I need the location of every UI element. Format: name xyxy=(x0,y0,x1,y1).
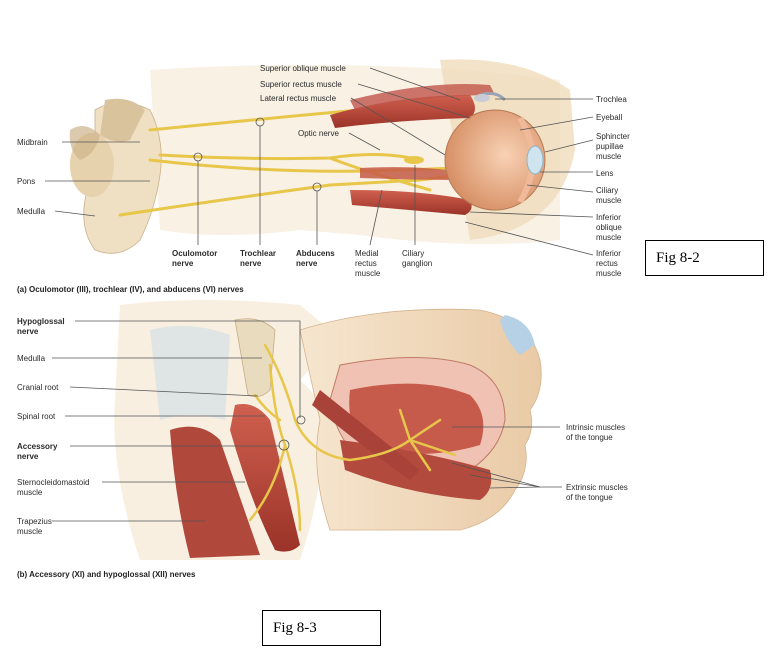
panel-b-nerves xyxy=(248,343,457,532)
label-spinal-root: Spinal root xyxy=(17,412,56,421)
label-extrinsic-2: of the tongue xyxy=(566,493,613,502)
label-ciliary-ganglion-1: Ciliary xyxy=(402,249,424,258)
label-abducens-1: Abducens xyxy=(296,249,335,258)
panel-b-artwork xyxy=(114,300,542,560)
label-inferior-rectus-1: Inferior xyxy=(596,249,621,258)
tongue-shape xyxy=(349,383,484,454)
label-inferior-rectus-2: rectus xyxy=(596,259,618,268)
label-medial-rectus-1: Medial xyxy=(355,249,379,258)
label-ciliary-muscle-2: muscle xyxy=(596,196,622,205)
label-lens: Lens xyxy=(596,169,613,178)
panel-a-artwork xyxy=(69,59,575,254)
label-trapezius-2: muscle xyxy=(17,527,43,536)
label-trochlear-1: Trochlear xyxy=(240,249,276,258)
label-inferior-oblique-1: Inferior xyxy=(596,213,621,222)
label-accessory-2: nerve xyxy=(17,452,39,461)
label-oculomotor-2: nerve xyxy=(172,259,194,268)
label-trochlear-2: nerve xyxy=(240,259,262,268)
label-scm-1: Sternocleidomastoid xyxy=(17,478,89,487)
label-intrinsic-1: Intrinsic muscles xyxy=(566,423,625,432)
fig-8-3-label: Fig 8-3 xyxy=(262,610,381,646)
label-inferior-oblique-3: muscle xyxy=(596,233,622,242)
label-hypoglossal-2: nerve xyxy=(17,327,39,336)
label-sphincter-3: muscle xyxy=(596,152,622,161)
label-ciliary-muscle-1: Ciliary xyxy=(596,186,618,195)
label-medulla-a: Medulla xyxy=(17,207,46,216)
label-lateral-rectus: Lateral rectus muscle xyxy=(260,94,337,103)
label-ciliary-ganglion-2: ganglion xyxy=(402,259,432,268)
panel-b-labels: Hypoglossal nerve Medulla Cranial root S… xyxy=(17,317,628,579)
label-cranial-root: Cranial root xyxy=(17,383,59,392)
label-superior-oblique: Superior oblique muscle xyxy=(260,64,346,73)
label-superior-rectus: Superior rectus muscle xyxy=(260,80,342,89)
caption-panel-b: (b) Accessory (XI) and hypoglossal (XII)… xyxy=(17,570,196,579)
label-sphincter-1: Sphincter xyxy=(596,132,630,141)
label-hypoglossal-1: Hypoglossal xyxy=(17,317,65,326)
leader-lines xyxy=(45,67,594,522)
label-medulla-b: Medulla xyxy=(17,354,46,363)
label-oculomotor-1: Oculomotor xyxy=(172,249,217,258)
eyeball-shape xyxy=(444,109,546,211)
fig-8-2-label: Fig 8-2 xyxy=(645,240,764,276)
label-medial-rectus-2: rectus xyxy=(355,259,377,268)
label-optic-nerve: Optic nerve xyxy=(298,129,339,138)
label-accessory-1: Accessory xyxy=(17,442,58,451)
caption-panel-a: (a) Oculomotor (III), trochlear (IV), an… xyxy=(17,285,244,294)
label-pons: Pons xyxy=(17,177,35,186)
label-trapezius-1: Trapezius xyxy=(17,517,52,526)
trapezius-shape xyxy=(170,426,260,558)
label-sphincter-2: pupillae xyxy=(596,142,624,151)
label-extrinsic-1: Extrinsic muscles xyxy=(566,483,628,492)
label-trochlea: Trochlea xyxy=(596,95,627,104)
label-medial-rectus-3: muscle xyxy=(355,269,381,278)
label-eyeball: Eyeball xyxy=(596,113,622,122)
label-scm-2: muscle xyxy=(17,488,43,497)
label-inferior-oblique-2: oblique xyxy=(596,223,622,232)
label-inferior-rectus-3: muscle xyxy=(596,269,622,278)
label-intrinsic-2: of the tongue xyxy=(566,433,613,442)
fig-8-2-text: Fig 8-2 xyxy=(656,249,700,266)
scm-shape xyxy=(230,404,300,552)
label-abducens-2: nerve xyxy=(296,259,318,268)
superior-rectus-shape xyxy=(330,95,475,128)
label-midbrain: Midbrain xyxy=(17,138,48,147)
panel-a-labels: Superior oblique muscle Superior rectus … xyxy=(17,64,630,294)
fig-8-3-text: Fig 8-3 xyxy=(273,619,317,636)
